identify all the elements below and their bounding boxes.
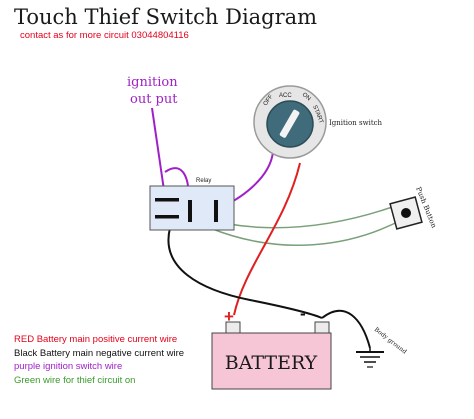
position-off: OFF [263,94,275,108]
ignition-switch: OFF ACC ON START Ignition switch [253,85,383,159]
relay-pin-4 [214,200,218,222]
relay-pin-3 [188,200,192,222]
wires [151,107,406,349]
positive-sign: + [224,307,234,326]
relay-label: Relay [196,178,211,184]
battery-label: BATTERY [225,352,318,374]
contact-text: contact as for more circuit 03044804116 [20,30,189,41]
battery-body [211,332,332,390]
ignition-switch-label: Ignition switch [329,119,383,127]
relay: Relay [149,178,235,231]
purple-wire-output [151,107,166,198]
relay-pin-2 [155,215,179,219]
relay-pin-1 [155,198,179,202]
key-slot-icon [279,109,300,138]
legend-green: Green wire for thief circuit on [14,375,135,386]
legend-black: Black Battery main negative current wire [14,348,184,359]
negative-sign: - [300,304,306,323]
battery: + - BATTERY [211,304,332,390]
position-on: ON [301,92,312,102]
push-button-icon [401,208,411,218]
legend: RED Battery main positive current wire B… [14,334,184,386]
green-wire-lower [209,217,406,246]
legend-red: RED Battery main positive current wire [14,334,177,345]
push-button: Push Button [389,186,438,230]
diagram-title: Touch Thief Switch Diagram [14,5,317,29]
negative-terminal [314,321,330,334]
position-acc: ACC [279,93,292,99]
black-wire-ground [321,309,371,349]
ignition-output-label-line1: ignition [127,75,178,90]
ignition-output-label-line2: out put [130,92,178,107]
black-wire-negative [167,227,323,319]
legend-purple: purple ignition switch wire [14,361,122,372]
